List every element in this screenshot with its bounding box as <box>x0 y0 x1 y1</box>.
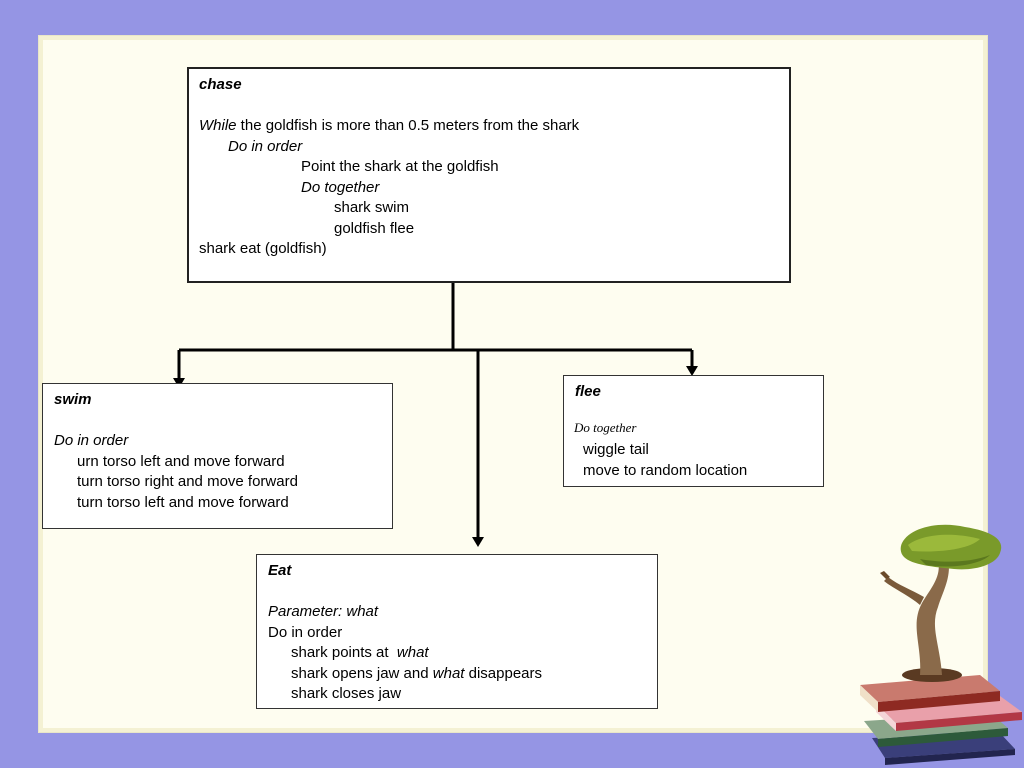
swim-step: urn torso left and move forward <box>77 453 285 470</box>
while-condition: the goldfish is more than 0.5 meters fro… <box>236 117 580 134</box>
arrowhead-flee <box>686 366 698 376</box>
swim-step: turn torso right and move forward <box>77 473 298 490</box>
swim-do-in-order: Do in order <box>54 432 129 449</box>
flee-step: wiggle tail <box>583 441 649 458</box>
flee-step: move to random location <box>583 462 748 479</box>
while-keyword: While <box>199 117 237 134</box>
eat-box: Eat Parameter: what Do in order shark po… <box>256 554 658 709</box>
goldfish-flee-step: goldfish flee <box>334 220 415 237</box>
eat-param-ref: what <box>432 665 465 682</box>
eat-step-text: shark points at <box>291 644 397 661</box>
arrowhead-eat <box>472 537 484 547</box>
eat-parameter: Parameter: what <box>268 603 379 620</box>
eat-step: shark closes jaw <box>291 685 402 702</box>
do-in-order-label: Do in order <box>228 138 303 155</box>
swim-step: turn torso left and move forward <box>77 494 289 511</box>
flee-title: flee <box>575 383 601 400</box>
swim-title: swim <box>54 391 92 408</box>
do-together-label: Do together <box>301 179 380 196</box>
eat-step: shark points at what <box>291 643 429 664</box>
shark-swim-step: shark swim <box>334 199 410 216</box>
chase-title: chase <box>199 76 242 93</box>
eat-step-text: disappears <box>464 665 543 682</box>
eat-param-ref: what <box>396 644 429 661</box>
eat-step-text: shark opens jaw and <box>291 665 433 682</box>
while-line: While the goldfish is more than 0.5 mete… <box>199 116 579 137</box>
eat-do-in-order: Do in order <box>268 624 343 641</box>
point-step: Point the shark at the goldfish <box>301 158 499 175</box>
flee-box: flee Do together wiggle tail move to ran… <box>563 375 824 487</box>
flee-do-together: Do together <box>574 420 637 435</box>
swim-box: swim Do in order urn torso left and move… <box>42 383 393 529</box>
shark-eat-step: shark eat (goldfish) <box>199 240 327 257</box>
eat-title: Eat <box>268 562 292 579</box>
bonsai-on-books-icon <box>860 524 1022 765</box>
eat-step: shark opens jaw and what disappears <box>291 664 542 685</box>
chase-box: chase While the goldfish is more than 0.… <box>187 67 791 283</box>
